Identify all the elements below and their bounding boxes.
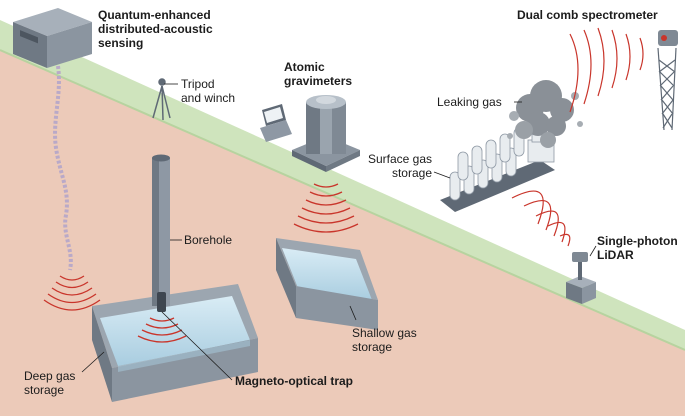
grass-strip: [0, 20, 685, 350]
das-label-line-3: sensing: [98, 36, 144, 50]
tripod-label-line-1: Tripod: [181, 77, 215, 91]
spectrometer-tower-icon: [657, 47, 677, 131]
tripod-winch-icon: [152, 78, 171, 121]
dual-comb-label: Dual comb spectrometer: [517, 8, 658, 22]
das-label: Quantum-enhanced distributed-acoustic se…: [98, 8, 213, 50]
spectrometer-head-icon: [658, 30, 678, 46]
gravimeter-signal-waves: [293, 183, 359, 233]
mot-label: Magneto-optical trap: [235, 374, 354, 388]
lidar-label: Single-photon LiDAR: [597, 234, 678, 262]
tripod-label: Tripod and winch: [181, 77, 235, 105]
mot-signal-waves: [137, 317, 187, 343]
laptop-icon: [260, 104, 292, 142]
lidar-label-line-2: LiDAR: [597, 248, 634, 262]
shallow-storage-label-line-2: storage: [352, 340, 393, 354]
shallow-storage-label: Shallow gas storage: [352, 326, 417, 354]
tripod-label-line-2: and winch: [181, 91, 236, 105]
surface-storage-label: Surface gas storage: [362, 152, 432, 180]
deep-storage-label: Deep gas storage: [24, 369, 75, 397]
deep-storage-label-line-2: storage: [24, 383, 65, 397]
surface-storage-label-line-1: Surface gas: [367, 152, 432, 166]
borehole-label: Borehole: [184, 233, 233, 247]
leaking-gas-cloud: [507, 80, 583, 148]
borehole-shaft: [152, 154, 170, 306]
gravimeter-label-line-1: Atomic: [284, 60, 325, 74]
das-label-line-1: Quantum-enhanced: [98, 8, 211, 22]
lidar-signal-waves: [511, 190, 571, 247]
shallow-gas-storage-tank: [276, 238, 378, 330]
leader-lines: [81, 83, 597, 381]
surface-storage-label-line-2: storage: [391, 166, 432, 180]
das-instrument-icon: [13, 8, 92, 68]
grass-edge: [0, 49, 685, 351]
fiber-optic-cable: [53, 65, 73, 271]
shallow-storage-label-line-1: Shallow gas: [352, 326, 417, 340]
atomic-gravimeter-icon: [292, 95, 360, 172]
deep-storage-label-line-1: Deep gas: [24, 369, 76, 383]
magneto-optical-trap-icon: [157, 292, 166, 312]
lidar-label-line-1: Single-photon: [597, 234, 678, 248]
spectrometer-beam-waves: [569, 27, 644, 113]
gravimeter-label: Atomic gravimeters: [284, 60, 352, 88]
das-label-line-2: distributed-acoustic: [98, 22, 213, 36]
lidar-device-icon: [566, 252, 596, 304]
leaking-gas-label: Leaking gas: [437, 95, 502, 109]
gravimeter-label-line-2: gravimeters: [284, 74, 353, 88]
das-signal-waves: [43, 275, 101, 311]
